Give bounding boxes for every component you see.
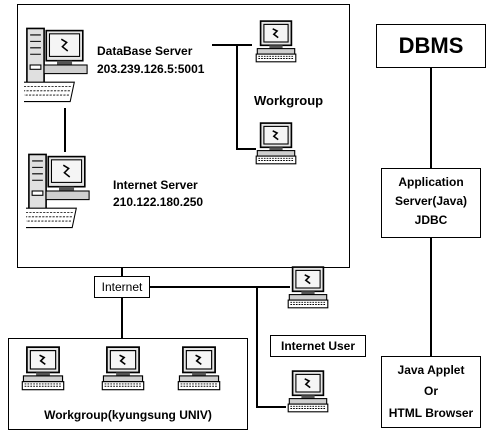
client-line2: Or <box>423 384 438 398</box>
db-server-address: 203.239.126.5:5001 <box>97 62 205 76</box>
app-to-client-link <box>430 238 432 356</box>
internet-user-bottom-link <box>256 406 286 408</box>
inet-server-name: Internet Server <box>113 178 198 192</box>
internet-to-univ-link <box>121 298 123 338</box>
desktop-computer-icon <box>100 346 146 392</box>
tower-server-icon <box>26 148 92 234</box>
db-to-workgroup-link <box>212 44 252 46</box>
desktop-computer-icon <box>254 122 298 166</box>
dbms-to-app-link <box>430 68 432 168</box>
client-node <box>381 356 481 428</box>
dbms-node <box>376 24 486 68</box>
internet-label: Internet <box>101 280 143 294</box>
desktop-computer-icon <box>254 20 298 64</box>
client-line3: HTML Browser <box>388 406 474 420</box>
internet-user-label: Internet User <box>280 339 356 353</box>
tower-server-icon <box>24 22 90 108</box>
workgroup-bracket-bottom <box>236 148 256 150</box>
app-server-node <box>381 168 481 238</box>
internet-user-box <box>270 335 366 357</box>
app-server-line2: Server(Java) <box>394 194 468 208</box>
db-server-name: DataBase Server <box>97 44 193 58</box>
internet-node <box>94 276 150 298</box>
app-server-line3: JDBC <box>414 213 448 227</box>
univ-workgroup-label: Workgroup(kyungsung UNIV) <box>44 408 212 422</box>
desktop-computer-icon <box>20 346 66 392</box>
db-to-inet-link <box>64 108 66 152</box>
internet-horizontal-link <box>150 286 290 288</box>
desktop-computer-icon <box>286 266 330 310</box>
client-line1: Java Applet <box>397 363 465 377</box>
workgroup-label: Workgroup <box>254 93 324 108</box>
dbms-label: DBMS <box>398 33 464 58</box>
inet-server-address: 210.122.180.250 <box>113 195 204 209</box>
desktop-computer-icon <box>176 346 222 392</box>
internet-user-vertical-link <box>256 286 258 408</box>
workgroup-bracket-vertical <box>236 44 238 150</box>
server-to-internet-link <box>121 268 123 276</box>
desktop-computer-icon <box>286 370 330 414</box>
app-server-line1: Application <box>398 175 464 189</box>
